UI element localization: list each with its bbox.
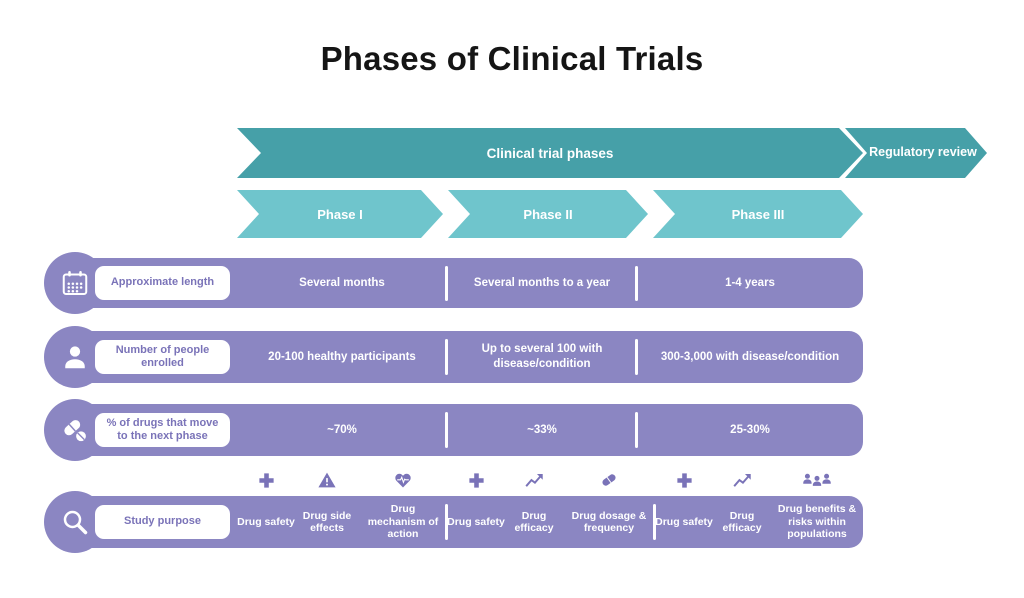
column-divider bbox=[635, 265, 638, 301]
row-study-purpose: Study purpose Drug safety Drug side effe… bbox=[44, 464, 863, 553]
row-label-study-purpose: Study purpose bbox=[95, 505, 230, 539]
purpose-item: Drug efficacy bbox=[505, 464, 563, 548]
banner-main-label: Clinical trial phases bbox=[486, 145, 614, 161]
column-divider bbox=[653, 504, 656, 540]
phase2-percent-value: ~33% bbox=[527, 423, 557, 436]
people-icon bbox=[802, 464, 832, 496]
phase3-percent-value: 25-30% bbox=[730, 423, 770, 436]
phase-1-label: Phase I bbox=[317, 206, 363, 222]
phase1-people-value: 20-100 healthy participants bbox=[268, 350, 416, 363]
row-label-drugs-next-phase: % of drugs that move to the next phase bbox=[95, 413, 230, 447]
purpose-item: Drug efficacy bbox=[713, 464, 771, 548]
phase-3-arrow: Phase III bbox=[653, 190, 863, 238]
phase-1-arrow: Phase I bbox=[237, 190, 443, 238]
column-divider bbox=[445, 265, 448, 301]
purpose-item: Drug dosage & frequency bbox=[563, 464, 655, 548]
purpose-item: Drug safety bbox=[655, 464, 713, 548]
banner-clinical-trial-phases: Clinical trial phases bbox=[237, 128, 863, 178]
row-label-approximate-length: Approximate length bbox=[95, 266, 230, 300]
purpose-item: Drug safety bbox=[237, 464, 295, 548]
trend-icon bbox=[524, 464, 545, 496]
row-people-enrolled: Number of people enrolled 20-100 healthy… bbox=[44, 326, 863, 388]
purpose-item: Drug benefits & risks within populations bbox=[771, 464, 863, 548]
phase2-people-value: Up to several 100 with disease/condition bbox=[481, 343, 603, 370]
warning-icon bbox=[317, 464, 337, 496]
banner-reg-label: Regulatory review bbox=[869, 145, 977, 160]
phase3-length-value: 1-4 years bbox=[725, 276, 775, 289]
column-divider bbox=[635, 411, 638, 449]
phase1-length-value: Several months bbox=[299, 276, 385, 289]
page-title: Phases of Clinical Trials bbox=[320, 40, 704, 77]
row-label-people-enrolled: Number of people enrolled bbox=[95, 340, 230, 374]
phase1-percent-value: ~70% bbox=[327, 423, 357, 436]
column-divider bbox=[445, 338, 448, 376]
plus-icon bbox=[675, 464, 694, 496]
row-approximate-length: Approximate length Several months Severa… bbox=[44, 252, 863, 314]
phase-3-label: Phase III bbox=[731, 206, 785, 222]
column-divider bbox=[635, 338, 638, 376]
purpose-item: Drug safety bbox=[447, 464, 505, 548]
phase-2-arrow: Phase II bbox=[448, 190, 648, 238]
trend-icon bbox=[732, 464, 753, 496]
heart-pulse-icon bbox=[393, 464, 413, 496]
plus-icon bbox=[467, 464, 486, 496]
row-drugs-next-phase: % of drugs that move to the next phase ~… bbox=[44, 399, 863, 461]
purpose-item: Drug side effects bbox=[295, 464, 359, 548]
plus-icon bbox=[257, 464, 276, 496]
capsule-icon bbox=[599, 464, 619, 496]
phase-2-label: Phase II bbox=[523, 206, 573, 222]
purpose-item: Drug mechanism of action bbox=[361, 464, 445, 548]
phase2-length-value: Several months to a year bbox=[473, 276, 611, 289]
column-divider bbox=[445, 411, 448, 449]
column-divider bbox=[445, 504, 448, 540]
phase3-people-value: 300-3,000 with disease/condition bbox=[660, 350, 840, 363]
banner-regulatory-review: Regulatory review bbox=[845, 128, 987, 178]
